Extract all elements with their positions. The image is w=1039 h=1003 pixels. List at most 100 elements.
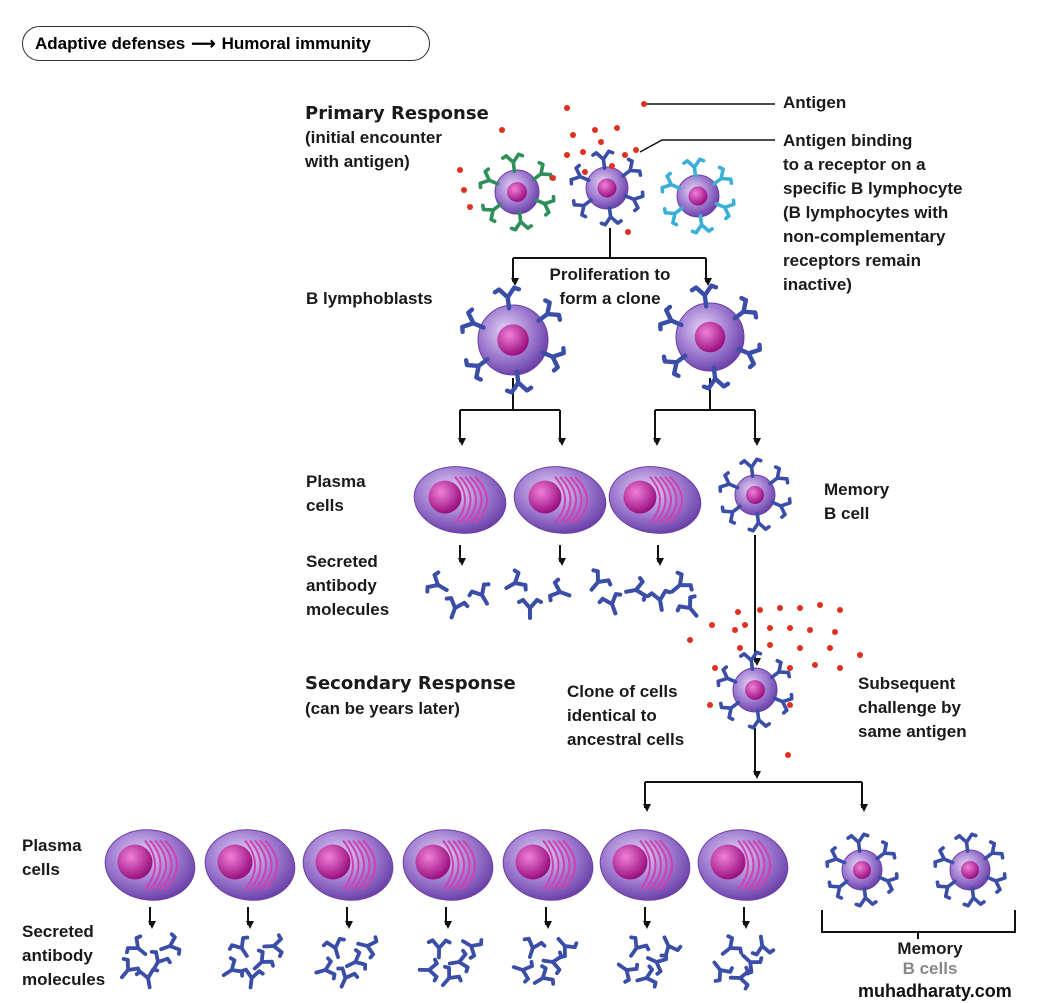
antigen-dot xyxy=(570,132,576,138)
antigen-dot xyxy=(461,187,467,193)
antigen-dot xyxy=(467,204,473,210)
nucleus xyxy=(415,844,451,880)
er-membrane xyxy=(649,476,661,524)
antigen-dot xyxy=(580,149,586,155)
er-membrane xyxy=(457,839,471,891)
antigen-dot xyxy=(812,662,818,668)
antigen-dot xyxy=(797,605,803,611)
antigen-dot xyxy=(641,101,647,107)
antibody xyxy=(768,465,790,486)
breadcrumb: Adaptive defenses ⟶ Humoral immunity xyxy=(22,26,430,61)
antibody xyxy=(739,650,763,671)
er-membrane xyxy=(159,839,173,891)
antibody xyxy=(690,214,714,235)
antibody xyxy=(548,577,572,603)
er-membrane xyxy=(244,839,256,891)
nucleus xyxy=(688,186,708,206)
memory-b-cell xyxy=(734,474,776,516)
antibody xyxy=(531,160,554,182)
antibody xyxy=(718,700,741,722)
antibody xyxy=(125,934,148,957)
antibody xyxy=(716,665,738,688)
antibody xyxy=(659,935,683,958)
nucleus xyxy=(528,480,562,514)
plasma-cell xyxy=(413,466,507,534)
er-membrane xyxy=(164,839,178,891)
antibody xyxy=(511,959,534,984)
er-membrane xyxy=(542,839,554,891)
antibody xyxy=(682,157,706,178)
antibody xyxy=(501,152,525,173)
memory-bracket xyxy=(821,910,1016,933)
antibody xyxy=(701,365,731,391)
er-membrane xyxy=(654,476,667,524)
antigen-dot xyxy=(582,169,588,175)
antibody xyxy=(569,163,591,186)
antibody xyxy=(504,568,528,592)
antibody xyxy=(720,934,744,956)
er-membrane xyxy=(459,476,472,524)
antibody xyxy=(670,570,694,594)
watermark: muhadharaty.com xyxy=(858,981,1012,1001)
secondary-response-subtitle: (can be years later) xyxy=(305,699,460,718)
nucleus xyxy=(497,324,529,356)
plasma-cell xyxy=(502,829,594,901)
antibody xyxy=(119,957,142,980)
antibody xyxy=(149,949,172,973)
er-membrane xyxy=(469,476,483,524)
antibody xyxy=(827,879,849,900)
antibody xyxy=(854,887,878,908)
antibody xyxy=(534,194,556,217)
er-membrane xyxy=(649,839,662,891)
nucleus xyxy=(710,844,746,880)
antibody xyxy=(770,497,792,519)
b-lymphocyte-bound xyxy=(585,166,629,210)
antibody xyxy=(134,967,160,990)
nucleus xyxy=(117,844,153,880)
nucleus xyxy=(507,182,527,202)
antigen-dot xyxy=(787,665,793,671)
antigen-dot xyxy=(735,609,741,615)
plasma-cell xyxy=(104,829,196,901)
antigen-dot xyxy=(457,167,463,173)
antibody xyxy=(460,307,486,335)
antibody xyxy=(629,935,651,958)
antibody xyxy=(935,879,957,900)
nucleus xyxy=(623,480,657,514)
nucleus xyxy=(315,844,351,880)
plasma-cell xyxy=(697,829,789,901)
antibody xyxy=(571,198,593,219)
antibody xyxy=(536,298,563,323)
antibody xyxy=(658,304,684,332)
antibody xyxy=(509,211,533,232)
antibody xyxy=(750,934,776,957)
antibody xyxy=(720,504,742,525)
er-membrane xyxy=(552,839,565,891)
antibody xyxy=(846,832,870,853)
antigen-dot xyxy=(712,665,718,671)
antigen-label: Antigen xyxy=(783,93,847,112)
antibody xyxy=(492,285,522,311)
plasma-cell xyxy=(513,466,607,534)
antibody xyxy=(662,206,684,227)
antibody xyxy=(728,965,750,991)
er-membrane xyxy=(547,839,560,891)
nucleus xyxy=(217,844,253,880)
antibody xyxy=(635,964,658,989)
antigen-dot xyxy=(598,139,604,145)
er-membrane xyxy=(659,839,673,891)
antibody xyxy=(660,171,682,194)
antibody xyxy=(621,157,643,178)
er-membrane xyxy=(554,476,566,524)
antibody xyxy=(875,840,897,861)
er-membrane xyxy=(742,839,755,891)
antibody xyxy=(772,692,794,715)
antigen-dot xyxy=(832,629,838,635)
antigen-dot xyxy=(857,652,863,658)
plasma-cell xyxy=(608,466,702,534)
